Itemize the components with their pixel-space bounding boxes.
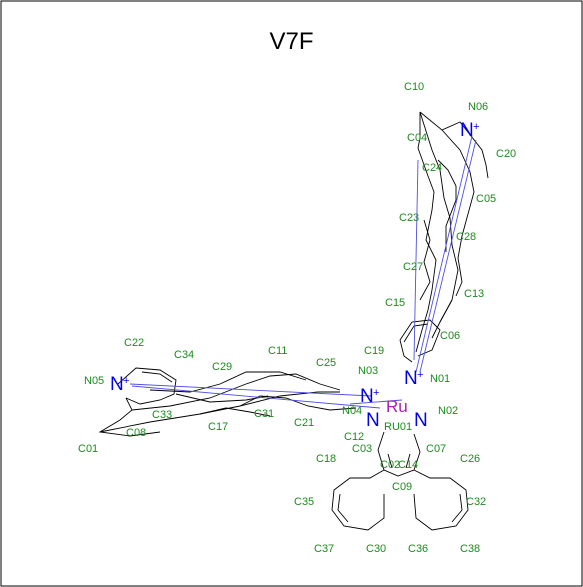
atom-label-c11: C11 [268,345,287,357]
atom-label-c15: C15 [385,297,405,309]
atom-label-c20: C20 [496,148,516,160]
element-symbol-ru01: Ru [386,397,408,416]
atom-label-n05: N05 [84,375,104,387]
element-symbol-n02: N [414,410,428,431]
atom-label-n02: N02 [438,405,458,417]
atom-label-n03: N03 [358,365,378,377]
atom-label-c29: C29 [212,361,232,373]
atom-label-c03: C03 [352,443,372,455]
atom-label-c35: C35 [294,496,314,508]
atom-labels: C10N06C04C20C24C05C23C28C27C13C15C06C19N… [78,81,516,555]
element-symbol-n01: N [404,368,418,389]
charge-n03: + [373,387,379,399]
atom-label-c04: C04 [407,132,427,144]
atom-label-c31: C31 [254,408,274,420]
atom-label-c08: C08 [126,427,146,439]
atom-label-c02: C02 [380,459,400,471]
coordination-bonds [129,135,477,409]
atom-label-c01: C01 [78,443,98,455]
bond-lines [98,111,489,531]
atom-label-c06: C06 [440,330,460,342]
atom-label-n06: N06 [468,101,488,113]
atom-label-c23: C23 [399,212,419,224]
atom-label-c14: C14 [398,459,418,471]
atom-label-c32: C32 [466,496,486,508]
atom-label-c05: C05 [476,193,496,205]
atom-label-c18: C18 [316,453,336,465]
atom-label-c25: C25 [316,357,336,369]
atom-label-c33: C33 [152,409,172,421]
atom-label-ru01: RU01 [384,421,412,433]
atom-label-c34: C34 [174,349,194,361]
charge-n06: + [473,121,479,133]
element-symbol-n03: N [360,386,374,407]
atom-label-c12: C12 [344,431,364,443]
atom-label-c30: C30 [366,543,386,555]
atom-label-c10: C10 [404,81,424,93]
atom-label-n01: N01 [430,373,450,385]
atom-label-c37: C37 [314,543,334,555]
charge-n01: + [417,369,423,381]
atom-label-c13: C13 [464,288,484,300]
molecule-title: V7F [269,28,314,55]
atom-label-c26: C26 [460,453,480,465]
atom-label-n04: N04 [342,405,362,417]
atom-label-c07: C07 [426,443,446,455]
element-symbol-n06: N [460,120,474,141]
atom-label-c28: C28 [456,231,476,243]
atom-label-c27: C27 [403,261,423,273]
element-symbol-n05: N [110,374,124,395]
atom-label-c38: C38 [460,543,480,555]
atom-label-c09: C09 [392,481,412,493]
charge-n05: + [123,375,129,387]
atom-label-c17: C17 [208,421,228,433]
atom-label-c22: C22 [124,337,144,349]
element-symbol-n04: N [366,410,380,431]
atom-label-c21: C21 [294,417,314,429]
atom-label-c19: C19 [364,345,384,357]
atom-label-c24: C24 [422,162,442,174]
atom-label-c36: C36 [408,543,428,555]
